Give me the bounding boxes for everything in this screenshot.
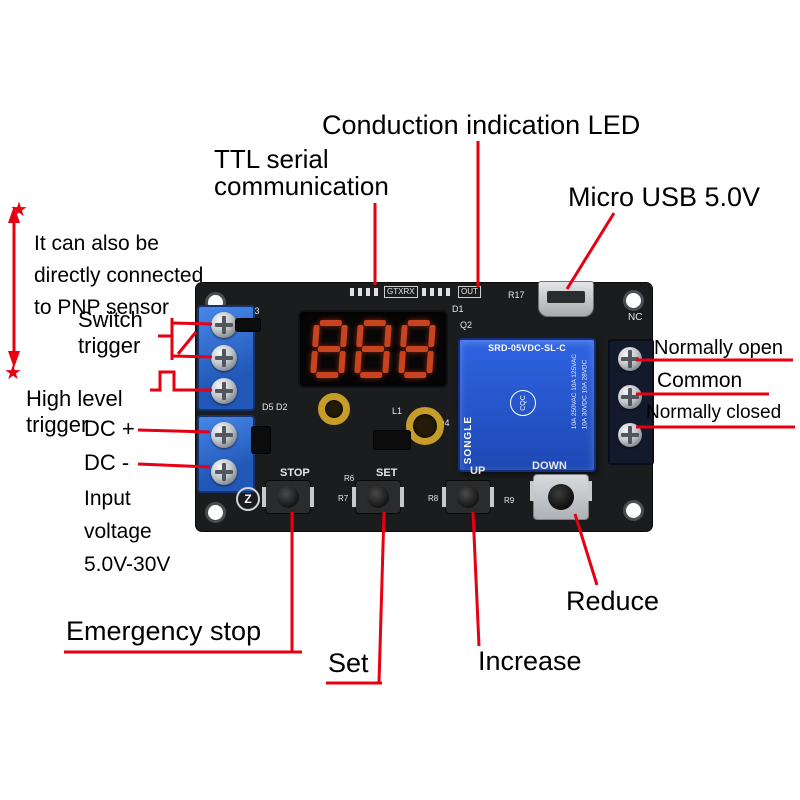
relay-ratings-label: 10A 250VAC 10A 125VAC 10A 30VDC 10A 28VD…: [571, 354, 589, 430]
silkscreen-out: OUT: [458, 286, 481, 298]
ttl-serial-label: TTL serial communication: [214, 144, 389, 201]
silkscreen-q2: Q2: [460, 320, 473, 330]
down-button: [530, 475, 592, 519]
micro-usb-label: Micro USB 5.0V: [568, 182, 761, 212]
mounting-hole: [623, 290, 644, 311]
silkscreen-set-label: SET: [376, 467, 398, 479]
relay: SRD-05VDC-SL-C 10A 250VAC 10A 125VAC 10A…: [458, 338, 596, 472]
emergency-stop-label: Emergency stop: [66, 616, 262, 646]
silkscreen-r9: R9: [504, 496, 515, 505]
stop-button: [262, 481, 314, 513]
silkscreen-d5-d2: D5 D2: [262, 402, 288, 412]
set-line: [377, 511, 386, 684]
terminal-screw-nc: [618, 347, 642, 371]
terminal-screw-no: [618, 423, 642, 447]
pnp-note-label: ★ It can also be directly connected to PN…: [10, 196, 204, 324]
set-label: Set: [328, 648, 369, 678]
set-button: [352, 481, 404, 513]
silkscreen-r6: R6: [344, 474, 355, 483]
stop-button-cap: [277, 486, 299, 508]
normally-closed-label: Normally closed: [646, 402, 782, 423]
silkscreen-gtxrx: GTXRX: [384, 286, 418, 298]
terminal-screw-trigger-2: [211, 345, 237, 371]
increase-line: [471, 511, 481, 647]
mounting-hole: [623, 500, 644, 521]
brand-logo: Z: [236, 487, 260, 511]
down-button-cap: [548, 484, 574, 510]
terminal-screw-dc-plus: [211, 422, 237, 448]
micro-usb-port: [538, 281, 594, 317]
silkscreen-r8: R8: [428, 494, 439, 503]
terminal-screw-trigger-3: [211, 378, 237, 404]
display-digit: [310, 320, 348, 378]
terminal-screw-dc-minus: [211, 459, 237, 485]
star-icon: ★: [10, 199, 28, 221]
relay-model-label: SRD-05VDC-SL-C: [488, 343, 566, 353]
capacitor: [252, 427, 270, 453]
pin-pads: [350, 288, 382, 296]
silkscreen-d1: D1: [452, 304, 464, 314]
silkscreen-stop-label: STOP: [280, 467, 310, 479]
relay-cert-badge: CQC: [510, 390, 536, 416]
reduce-label: Reduce: [566, 586, 660, 616]
pin-pads: [422, 288, 454, 296]
silkscreen-nc: NC: [628, 312, 643, 323]
pnp-note-text: It can also be directly connected to PNP…: [34, 232, 204, 319]
increase-label: Increase: [478, 646, 582, 676]
ic-chip: [236, 319, 260, 331]
pcb-board: GTXRX OUT U3 D1 Q2 R17 D5 D2 L1 D4 NC NO…: [196, 281, 654, 531]
normally-open-label: Normally open: [654, 337, 783, 359]
relay-brand-label: SONGLE: [463, 415, 474, 464]
dc-minus-label: DC -: [84, 450, 130, 475]
display-digit: [354, 320, 392, 378]
dc-plus-label: DC +: [84, 416, 135, 441]
up-button: [442, 481, 494, 513]
terminal-screw-common: [618, 385, 642, 409]
silkscreen-r17: R17: [508, 290, 525, 300]
mounting-hole: [205, 502, 226, 523]
star-icon: ★: [4, 362, 22, 384]
inductor: [318, 393, 350, 425]
display-digit: [398, 320, 436, 378]
high-level-waveform-icon: [150, 370, 184, 392]
set-button-cap: [367, 486, 389, 508]
high-level-trigger-label: ★High level trigger: [4, 360, 123, 438]
silkscreen-l1: L1: [392, 406, 403, 416]
silkscreen-r7: R7: [338, 494, 349, 503]
usb-callout-line: [565, 212, 616, 290]
up-button-cap: [457, 486, 479, 508]
high-level-trigger-text: High level trigger: [26, 386, 123, 437]
ic-chip: [374, 431, 410, 449]
common-label: Common: [657, 369, 743, 392]
conduction-led-label: Conduction indication LED: [322, 110, 641, 140]
input-voltage-label: Input voltage 5.0V-30V: [84, 487, 171, 576]
input-terminal-block-power: [197, 415, 255, 493]
switch-symbol: [176, 331, 198, 355]
inductor: [406, 407, 444, 445]
silkscreen-up-label: UP: [470, 465, 486, 477]
terminal-screw-trigger-1: [211, 312, 237, 338]
seven-segment-display: [300, 312, 446, 386]
silkscreen-down-label: DOWN: [532, 460, 567, 472]
switch-trigger-label: Switch trigger: [78, 307, 143, 358]
